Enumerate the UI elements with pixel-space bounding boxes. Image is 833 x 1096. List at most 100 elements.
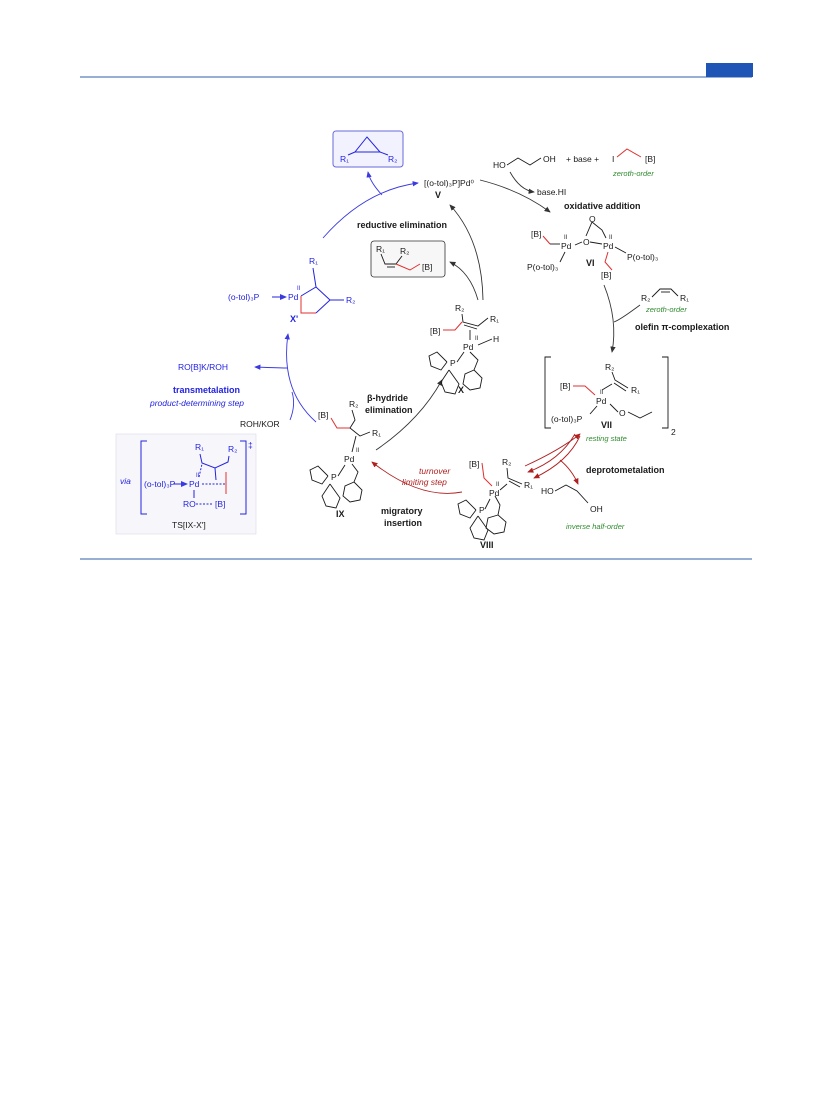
complex-viii: [B] R₂ R₁ Pd II P VIII <box>457 457 533 550</box>
resting-state-label: resting state <box>586 434 627 443</box>
svg-text:O: O <box>589 214 596 224</box>
svg-text:VI: VI <box>586 258 595 268</box>
svg-text:X: X <box>458 385 464 395</box>
transmetalation-arrow <box>284 333 317 423</box>
svg-text:R₂: R₂ <box>349 399 358 409</box>
diol-reagent: HO OH <box>493 154 556 170</box>
palladacycle-xprime: R₁ R₂ Pd II (o-tol)₃P X' <box>228 256 355 324</box>
ro-b-k-release-arrow <box>254 364 289 370</box>
complex-vii: 2 R₂ R₁ [B] Pd II O (o-tol)₃P VII <box>544 356 676 437</box>
product-box <box>332 130 404 168</box>
svg-text:R₂: R₂ <box>641 293 650 303</box>
svg-text:R₁: R₁ <box>309 256 318 266</box>
svg-text:II: II <box>564 235 568 241</box>
svg-text:R₂: R₂ <box>346 295 355 305</box>
svg-text:[B]: [B] <box>215 499 225 509</box>
ts-box <box>115 433 257 535</box>
diol-released: HO OH <box>541 484 603 514</box>
svg-text:R₁: R₁ <box>372 428 381 438</box>
svg-text:R₂: R₂ <box>400 246 409 256</box>
svg-text:I: I <box>612 154 614 164</box>
transition-state: ‡ via R₁ R₂ Pd II (o-tol)₃P RO [B] TS[IX… <box>120 440 253 530</box>
svg-text:via: via <box>120 476 131 486</box>
svg-text:R₁: R₁ <box>631 385 640 395</box>
svg-text:R₂: R₂ <box>455 303 464 313</box>
oxidative-addition-label: oxidative addition <box>564 201 641 211</box>
zeroth-order-label-1: zeroth-order <box>612 169 654 178</box>
svg-text:P: P <box>479 505 485 515</box>
svg-text:2: 2 <box>671 427 676 437</box>
svg-text:R₁: R₁ <box>680 293 689 303</box>
svg-text:P(o-tol)₃: P(o-tol)₃ <box>527 262 558 272</box>
svg-text:Pd: Pd <box>288 292 299 302</box>
svg-text:R₁: R₁ <box>524 480 533 490</box>
svg-text:R₂: R₂ <box>228 444 237 454</box>
svg-text:Pd: Pd <box>463 342 474 352</box>
svg-text:‡: ‡ <box>248 440 253 450</box>
svg-text:OH: OH <box>590 504 603 514</box>
reductive-elimination-label: reductive elimination <box>357 220 447 230</box>
svg-text:II: II <box>496 482 500 488</box>
svg-text:(o-tol)₃P: (o-tol)₃P <box>144 479 176 489</box>
svg-text:II: II <box>609 235 613 241</box>
svg-text:R₁: R₁ <box>490 314 499 324</box>
svg-text:Pd: Pd <box>603 241 614 251</box>
reductive-elimination-arrow <box>449 204 484 301</box>
base-hi-text: base.HI <box>537 187 566 197</box>
complex-ix: [B] R₂ R₁ Pd II P IX <box>309 399 381 519</box>
svg-text:HO: HO <box>493 160 506 170</box>
header-tab <box>706 63 753 77</box>
zeroth-order-label-2: zeroth-order <box>645 305 687 314</box>
deprotometalation-arrow-1 <box>527 433 576 473</box>
svg-text:X': X' <box>290 314 298 324</box>
diol-release-arrow <box>559 459 579 485</box>
svg-text:Pd: Pd <box>561 241 572 251</box>
svg-text:OH: OH <box>543 154 556 164</box>
svg-text:[B]: [B] <box>645 154 655 164</box>
svg-text:Pd: Pd <box>596 396 607 406</box>
svg-text:[B]: [B] <box>422 262 432 272</box>
svg-text:R₁: R₁ <box>195 442 204 452</box>
complex-v-label: V <box>435 190 441 200</box>
svg-text:II: II <box>196 473 200 479</box>
svg-text:P: P <box>450 358 456 368</box>
svg-text:II: II <box>297 286 301 292</box>
svg-text:[B]: [B] <box>469 459 479 469</box>
product-release-arrow <box>366 171 383 196</box>
svg-text:[B]: [B] <box>601 270 611 280</box>
migratory-insertion-arrow <box>371 461 463 494</box>
svg-text:TS[IX-X']: TS[IX-X'] <box>172 520 206 530</box>
svg-text:II: II <box>600 390 604 396</box>
iodide-reagent: I [B] <box>612 148 655 164</box>
migratory-label-1: migratory <box>381 506 423 516</box>
alkene-byproduct-box <box>370 240 446 278</box>
plus-base-text: + base + <box>566 154 599 164</box>
svg-text:Pd: Pd <box>344 454 355 464</box>
transmetalation-label: transmetalation <box>173 385 240 395</box>
complex-x: [B] R₂ R₁ Pd II H P X <box>428 303 499 395</box>
svg-text:R₁: R₁ <box>376 244 385 254</box>
svg-text:[B]: [B] <box>318 410 328 420</box>
svg-text:IX: IX <box>336 509 345 519</box>
svg-text:P(o-tol)₃: P(o-tol)₃ <box>627 252 658 262</box>
base-hi-arrow <box>509 171 535 194</box>
olefin-complexation-label: olefin π-complexation <box>635 322 729 332</box>
deprotometalation-arrow-2 <box>533 435 581 479</box>
migratory-label-2: insertion <box>384 518 422 528</box>
svg-text:R₂: R₂ <box>605 362 614 372</box>
svg-text:RO: RO <box>183 499 196 509</box>
product-determining-label: product-determining step <box>149 398 244 408</box>
svg-text:Pd: Pd <box>489 488 500 498</box>
svg-text:VIII: VIII <box>480 540 494 550</box>
svg-text:II: II <box>356 448 360 454</box>
svg-text:O: O <box>619 408 626 418</box>
olefin-reagent: R₂ R₁ <box>641 288 689 303</box>
svg-text:HO: HO <box>541 486 554 496</box>
roh-kor-label: ROH/KOR <box>240 419 280 429</box>
svg-text:H: H <box>493 334 499 344</box>
alkene-release-arrow <box>449 261 479 301</box>
beta-hydride-arrow <box>375 379 443 451</box>
product-r1: R₁ <box>340 154 349 164</box>
